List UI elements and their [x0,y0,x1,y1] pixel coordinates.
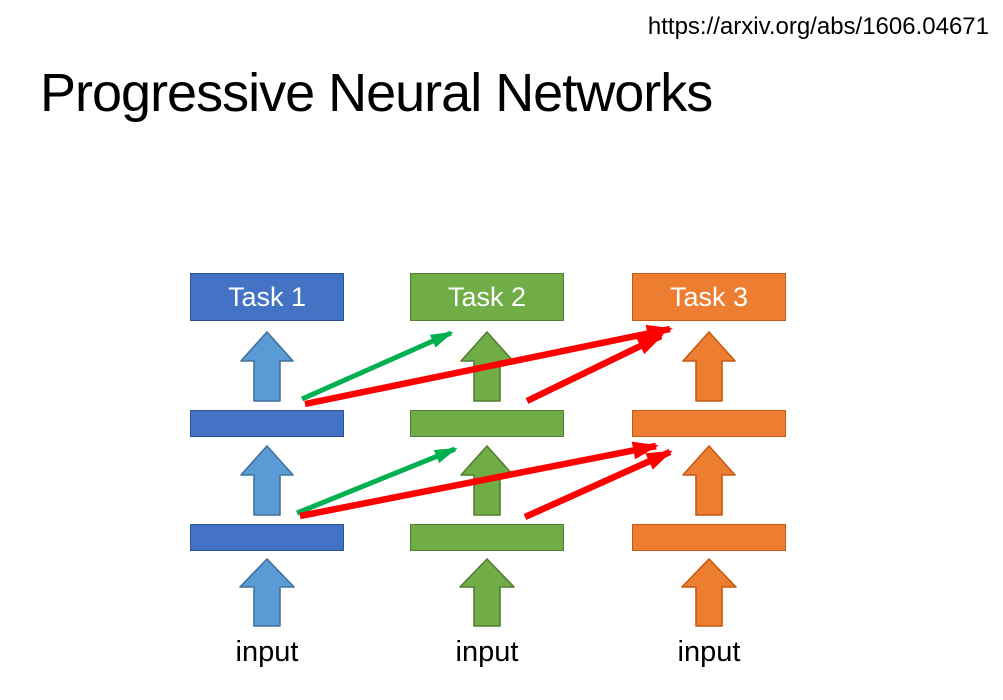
source-url[interactable]: https://arxiv.org/abs/1606.04671 [647,13,989,40]
task3-column: Task 3 input [632,0,786,700]
page-title: Progressive Neural Networks [40,63,713,123]
task2-column: Task 2 input [410,0,564,700]
up-arrow-icon [460,445,514,516]
task2-hidden-layer-1 [410,524,564,551]
input-up-arrow-icon [239,558,295,627]
task1-column: Task 1 input [190,0,344,700]
task3-output-box: Task 3 [632,273,786,321]
task3-input-label: input [677,636,741,668]
up-arrow-icon [240,331,294,402]
task2-input-label: input [455,636,519,668]
task2-output-box: Task 2 [410,273,564,321]
up-arrow-icon [682,445,736,516]
task1-input-label: input [235,636,299,668]
task1-hidden-layer-2 [190,410,344,437]
input-up-arrow-icon [681,558,737,627]
up-arrow-icon [682,331,736,402]
task2-hidden-layer-2 [410,410,564,437]
up-arrow-icon [460,331,514,402]
task1-hidden-layer-1 [190,524,344,551]
task3-hidden-layer-2 [632,410,786,437]
up-arrow-icon [240,445,294,516]
input-up-arrow-icon [459,558,515,627]
task1-output-box: Task 1 [190,273,344,321]
task3-hidden-layer-1 [632,524,786,551]
